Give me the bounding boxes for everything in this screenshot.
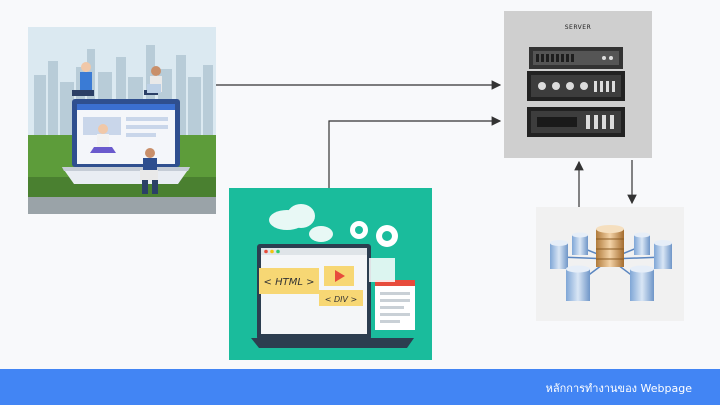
div-tag-label: < DIV > [325, 295, 357, 304]
footer-caption: หลักการทำงานของ Webpage [546, 379, 692, 397]
footer-bar: หลักการทำงานของ Webpage [0, 369, 720, 405]
users-icon [28, 27, 216, 214]
server-label: SERVER [504, 24, 652, 31]
server-illustration: SERVER [504, 11, 652, 158]
webpage-icon: < HTML > < DIV > [229, 188, 432, 360]
database-illustration [536, 207, 684, 321]
users-illustration [28, 27, 216, 214]
html-tag-label: < HTML > [264, 277, 315, 288]
webpage-illustration: < HTML > < DIV > [229, 188, 432, 360]
server-rack-icon [504, 11, 652, 158]
arrow-webpage-to-server [329, 121, 500, 188]
database-cluster-icon [536, 207, 684, 321]
